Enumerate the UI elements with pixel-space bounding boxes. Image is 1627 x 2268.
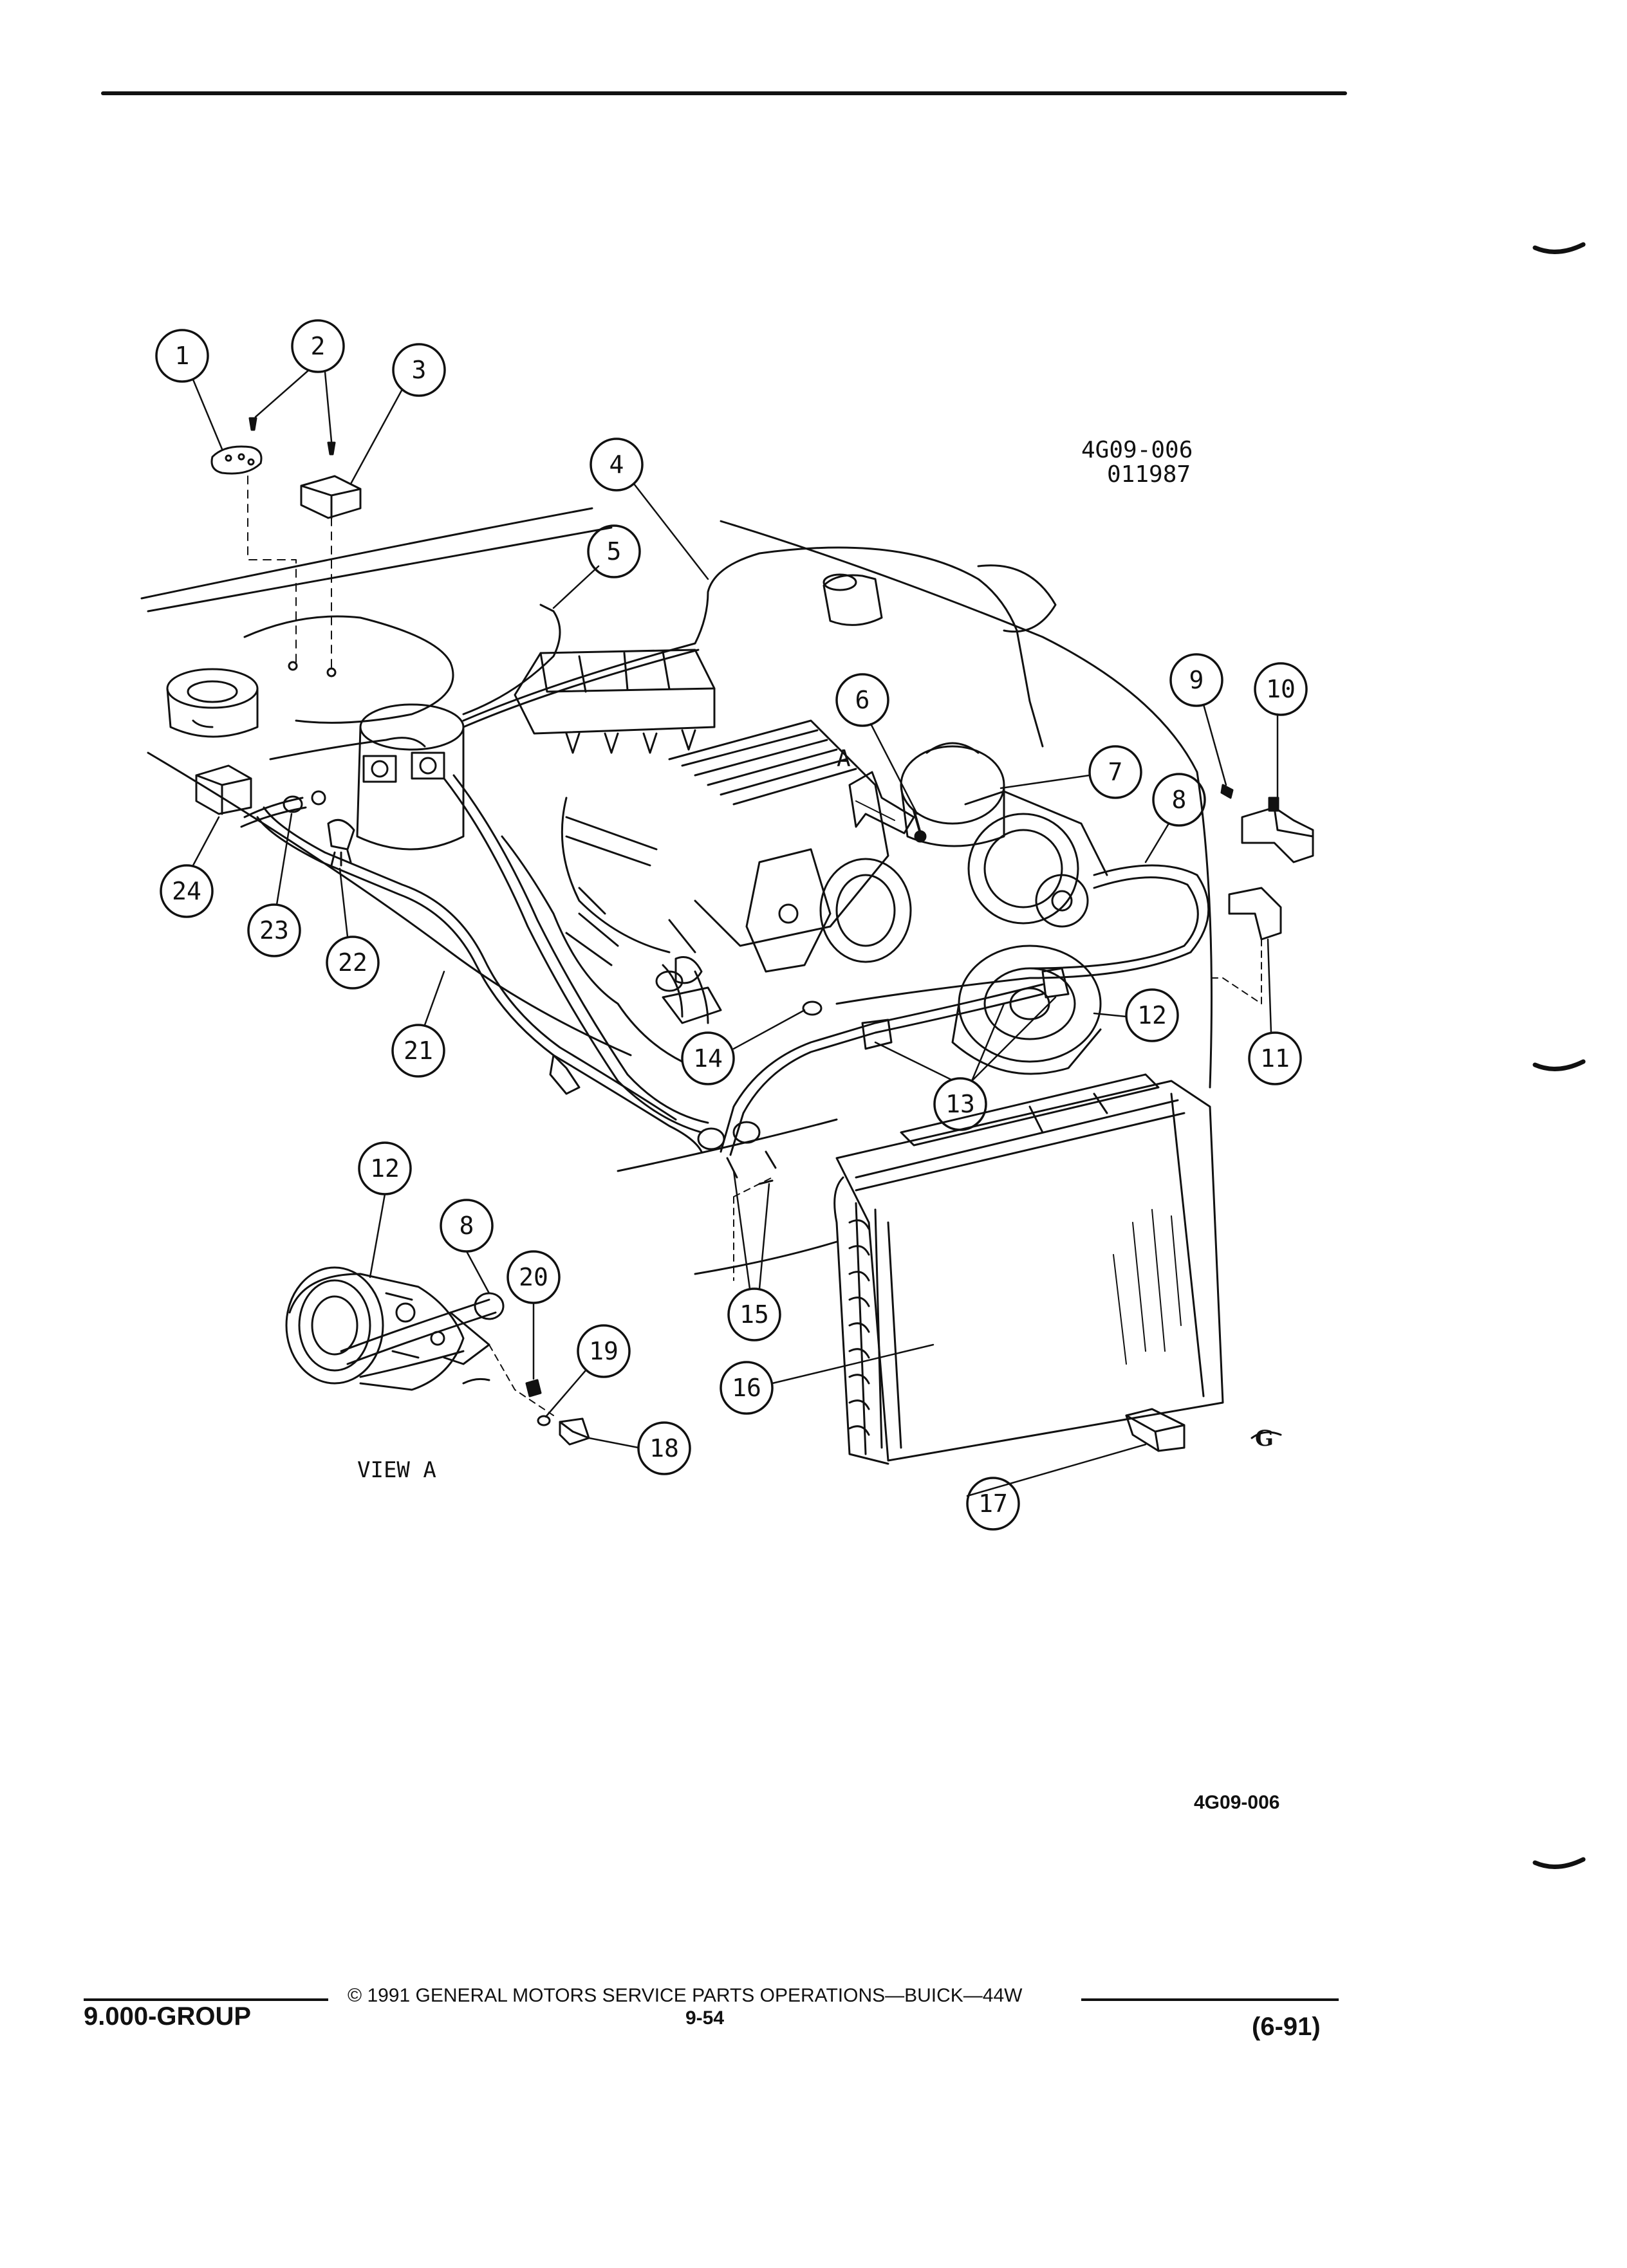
leader-lines [192, 369, 1279, 1497]
callout-24: 24 [172, 877, 201, 905]
footer-copyright: © 1991 GENERAL MOTORS SERVICE PARTS OPER… [348, 1985, 1023, 2006]
callout-8-view-a: 8 [459, 1212, 474, 1240]
callout-21: 21 [404, 1037, 433, 1065]
corner-mark-shape [1250, 1431, 1282, 1439]
callout-12: 12 [1137, 1001, 1167, 1029]
callout-10-circle [1254, 662, 1308, 716]
callout-2: 2 [310, 332, 326, 360]
callout-15: 15 [739, 1300, 769, 1329]
part-1-shape [210, 445, 263, 475]
callout-16-circle [720, 1361, 774, 1415]
callout-12-view-a: 12 [370, 1154, 400, 1183]
corner-mark: G [1255, 1426, 1274, 1452]
callout-23-circle [247, 903, 301, 957]
callout-10: 10 [1266, 675, 1296, 703]
callout-19: 19 [589, 1337, 618, 1365]
refrigerant-lines [240, 546, 1210, 1281]
small-parts [195, 417, 1314, 1452]
callout-4: 4 [609, 450, 624, 479]
callout-9-circle [1169, 653, 1223, 707]
callout-4-circle [590, 438, 644, 492]
callout-8-circle [1152, 773, 1206, 827]
callout-11-circle [1248, 1031, 1302, 1085]
vehicle-body-outline [140, 507, 1213, 1275]
condenser [833, 1073, 1224, 1465]
callout-14: 14 [693, 1044, 723, 1073]
callout-23: 23 [259, 916, 289, 945]
figure-ref-code: 4G09-006 [1081, 437, 1193, 463]
binder-mark-bottom [1532, 1857, 1586, 1869]
callout-5: 5 [606, 537, 622, 566]
callout-19-circle [577, 1324, 631, 1378]
callout-8: 8 [1171, 786, 1187, 814]
callout-22: 22 [338, 948, 367, 977]
part-24-shape [195, 764, 252, 815]
figure-bottom-code: 4G09-006 [1194, 1792, 1280, 1813]
callout-17: 17 [978, 1489, 1008, 1518]
callout-6-circle [835, 673, 889, 727]
callout-17-circle [966, 1477, 1020, 1531]
part-10-shape [1241, 806, 1314, 863]
callout-9: 9 [1189, 666, 1204, 694]
callout-3-circle [392, 343, 446, 397]
engine-assembly [356, 649, 1108, 1075]
callout-16: 16 [732, 1374, 761, 1402]
callout-1-circle [155, 329, 209, 383]
callout-15-circle [727, 1287, 781, 1341]
callout-24-circle [160, 864, 214, 918]
callout-1: 1 [174, 342, 190, 370]
footer-page-number: 9-54 [685, 2007, 725, 2029]
part-3-shape [300, 475, 362, 519]
callout-circles [155, 319, 1308, 1531]
callout-18: 18 [649, 1434, 679, 1462]
view-a-arrow-label: A [837, 746, 851, 772]
footer-rule-right [1081, 1998, 1339, 2001]
view-a-label: VIEW A [357, 1457, 436, 1483]
callout-12-circle [1125, 988, 1179, 1042]
callout-7-circle [1088, 745, 1142, 799]
callout-20: 20 [519, 1263, 548, 1291]
callout-5-circle [587, 524, 641, 578]
callout-22-circle [326, 936, 380, 990]
callout-11: 11 [1260, 1044, 1290, 1073]
callout-13: 13 [945, 1090, 975, 1118]
callout-14-circle [681, 1031, 735, 1085]
binder-mark-middle [1532, 1059, 1586, 1071]
footer-rule-left [84, 1998, 328, 2001]
callout-6: 6 [855, 686, 870, 714]
callout-7: 7 [1108, 758, 1123, 786]
view-a-detail [285, 1266, 590, 1446]
binder-mark-top [1532, 242, 1586, 254]
callout-21-circle [391, 1024, 445, 1078]
callout-3: 3 [411, 356, 427, 384]
footer-revision: (6-91) [1252, 2013, 1321, 2041]
part-17-shape [1125, 1408, 1185, 1452]
view-a-arrow [848, 771, 915, 834]
callout-2-circle [291, 319, 345, 373]
figure-ref-date: 011987 [1107, 461, 1191, 488]
footer-group: 9.000-GROUP [84, 2002, 252, 2031]
part-11-shape [1228, 887, 1282, 941]
callout-13-circle [933, 1077, 987, 1131]
